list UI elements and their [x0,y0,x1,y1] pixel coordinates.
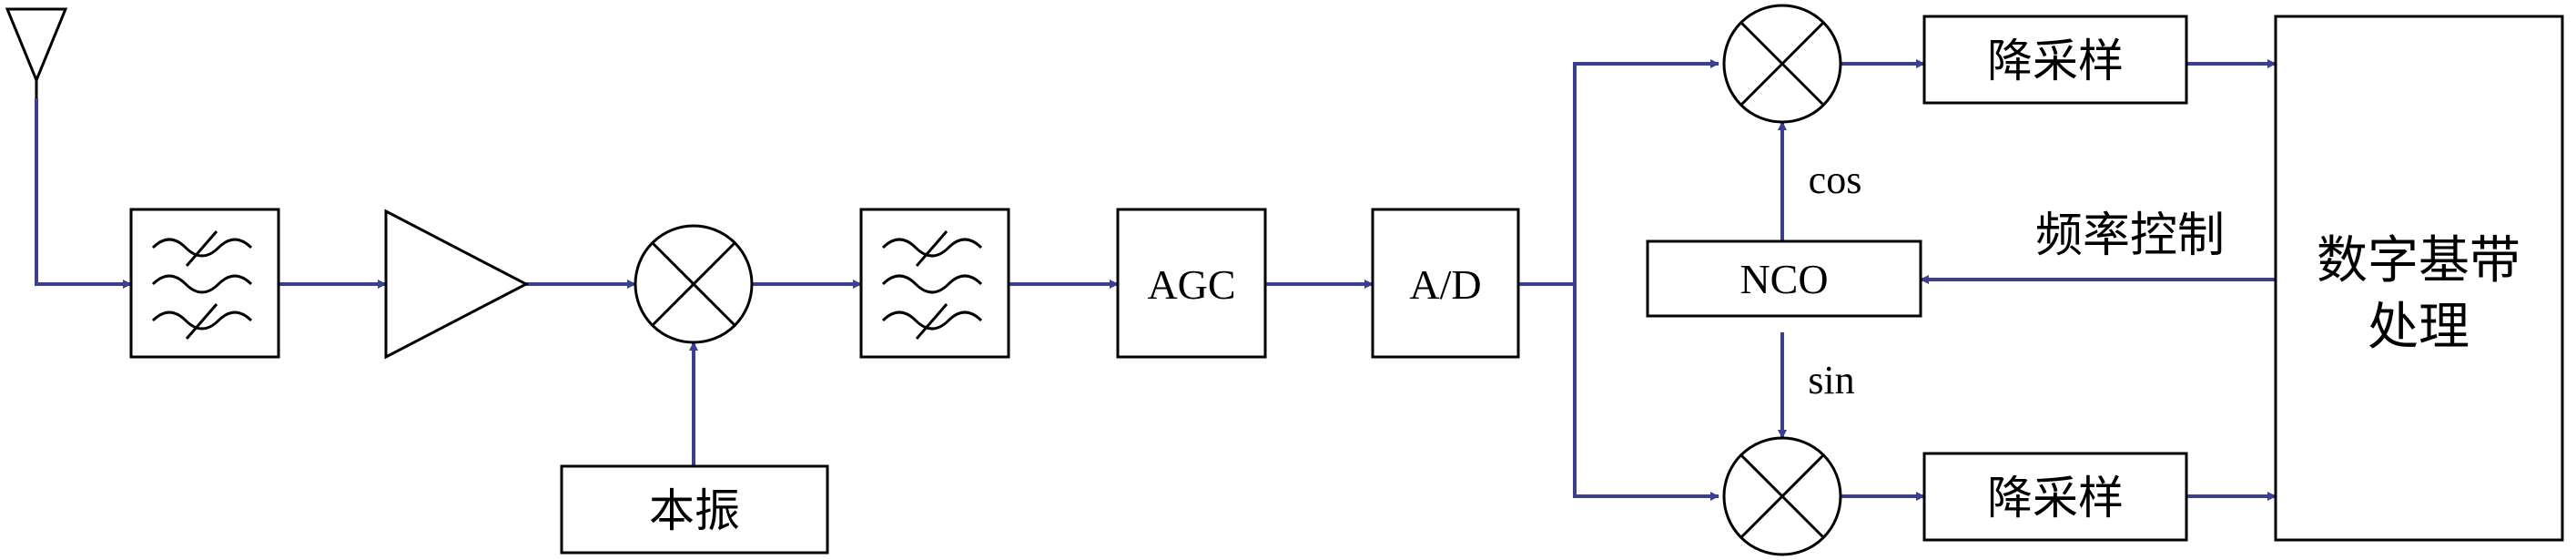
cos-label: cos [1809,158,1862,202]
nco-label: NCO [1739,256,1828,302]
local-oscillator-block: 本振 [560,464,829,555]
mixer-top [1722,4,1842,124]
amplifier [384,209,530,360]
mixer-1 [634,224,754,344]
frequency-control-label: 频率控制 [2035,209,2225,263]
downsample-bottom-label: 降采样 [1987,472,2124,524]
antenna-icon [5,7,68,98]
bandpass-filter-2 [859,208,1010,359]
filter-wave-icon [881,230,983,340]
downsample-bottom-block: 降采样 [1922,452,2188,542]
wire-antenna-to-filter1 [35,98,132,289]
baseband-label-line2: 处理 [2368,298,2470,357]
baseband-processing-block: 数字基带 处理 [2274,15,2564,542]
local-oscillator-label: 本振 [649,484,740,537]
nco-block: NCO [1646,239,1922,318]
mixer-bottom [1722,436,1842,556]
agc-label: AGC [1147,261,1235,308]
adc-block: A/D [1371,208,1520,359]
downsample-top-block: 降采样 [1922,15,2188,105]
filter-wave-icon [151,230,253,340]
baseband-label-line1: 数字基带 [2317,231,2520,290]
sin-label: sin [1808,358,1854,402]
wire-adc-to-mixer-top [1573,59,1719,284]
downsample-top-label: 降采样 [1987,35,2124,87]
adc-label: A/D [1409,261,1481,308]
wire-adc-to-mixer-bottom [1573,284,1719,501]
agc-block: AGC [1116,208,1267,359]
signal-wires [35,59,2277,501]
bandpass-filter-1 [129,208,280,359]
